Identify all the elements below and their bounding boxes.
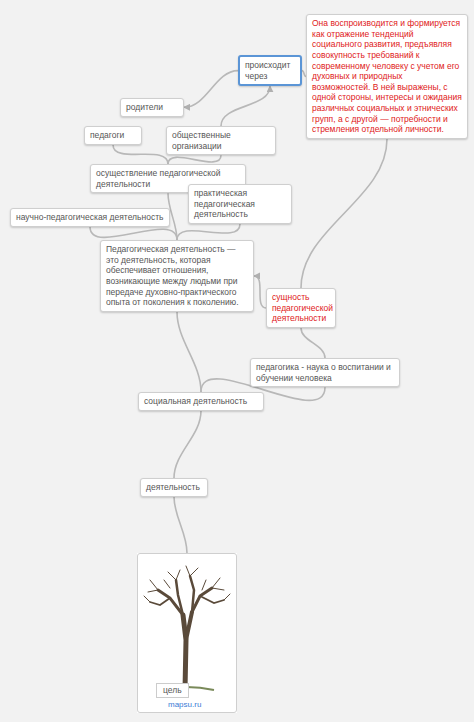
card-ground xyxy=(137,553,237,713)
connector xyxy=(221,86,270,126)
topic-text: социальная деятельность xyxy=(144,396,258,407)
topic-box: научно-педагогическая деятельность xyxy=(10,208,170,227)
topic-text: деятельность xyxy=(146,482,202,493)
topic-text: педагоги xyxy=(90,130,136,141)
image-card: цель xyxy=(137,553,237,713)
topic-text: сущность педагогической деятельности xyxy=(272,292,330,324)
watermark: mapsu.ru xyxy=(168,700,201,709)
topic-box: педагоги xyxy=(84,126,142,145)
connector xyxy=(174,497,187,553)
topic-box: социальная деятельность xyxy=(138,392,264,411)
connector xyxy=(301,139,387,288)
topic-box: практическая педагогическая деятельность xyxy=(188,184,292,224)
connector xyxy=(254,276,266,308)
topic-box: Она воспроизводится и формируется как от… xyxy=(306,14,468,139)
topic-text: Она воспроизводится и формируется как от… xyxy=(312,18,462,135)
topic-text: Педагогическая деятельность — это деятел… xyxy=(106,244,248,308)
topic-box: родители xyxy=(120,98,184,117)
connector xyxy=(168,155,221,164)
connector xyxy=(177,312,201,392)
topic-box: педагогика - наука о воспитании и обучен… xyxy=(250,358,400,387)
connector xyxy=(177,224,240,240)
connector xyxy=(113,145,168,164)
topic-text: педагогика - наука о воспитании и обучен… xyxy=(256,362,394,383)
topic-text: цель xyxy=(156,683,189,698)
connector xyxy=(90,227,177,240)
topic-text: происходит через xyxy=(245,60,295,81)
topic-text: научно-педагогическая деятельность xyxy=(16,212,164,223)
topic-box: деятельность xyxy=(140,478,208,497)
topic-box: сущность педагогической деятельности xyxy=(266,288,336,328)
connector xyxy=(174,411,201,478)
topic-text: родители xyxy=(126,102,178,113)
tree-drawing xyxy=(144,566,230,690)
topic-box: общественные организации xyxy=(166,126,276,155)
topic-box: Педагогическая деятельность — это деятел… xyxy=(100,240,254,312)
topic-box: происходит через xyxy=(238,55,302,86)
topic-text: общественные организации xyxy=(172,130,270,151)
topic-text: практическая педагогическая деятельность xyxy=(194,188,286,220)
connector xyxy=(184,71,238,108)
connector xyxy=(301,328,325,358)
